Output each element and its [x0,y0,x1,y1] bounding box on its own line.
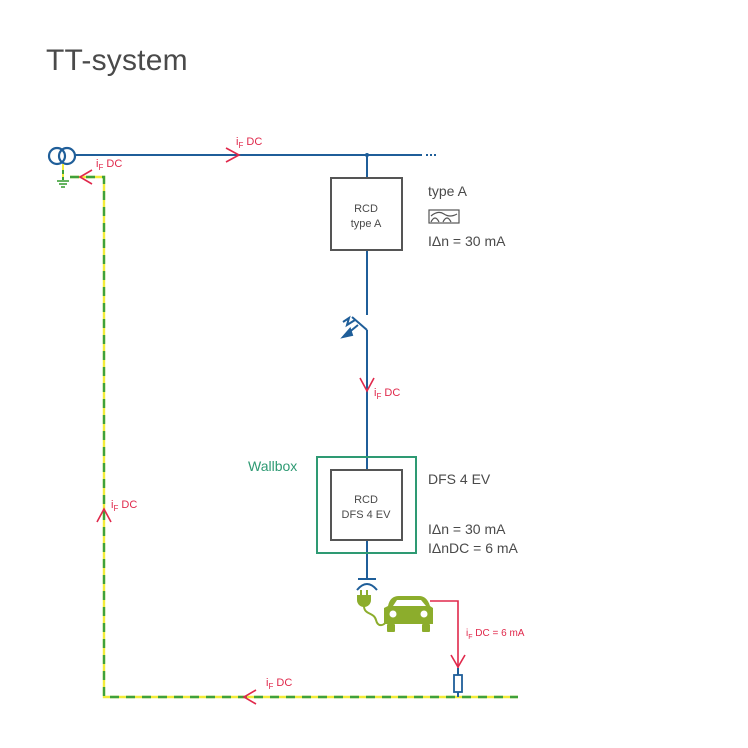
wallbox-label: Wallbox [248,458,297,474]
ground-icon [57,180,69,188]
rcd-type-label: type A [428,183,468,199]
plug-icon [357,590,387,627]
dfs-box-line1: RCD [354,494,378,506]
dfs-rating-dc: IΔnDC = 6 mA [428,540,519,556]
dfs-box-line2: DFS 4 EV [342,509,392,521]
resistor-icon [453,674,463,693]
transformer-icon [47,146,77,166]
arrow-main-line [225,147,241,163]
label-earth-return: iF DC [96,158,122,172]
rcd-box-line2: type A [351,218,382,230]
rcd-rating: IΔn = 30 mA [428,233,506,249]
rcd-type-a-box [330,177,403,251]
socket-icon [356,578,378,591]
dfs-rating-ac: IΔn = 30 mA [428,521,506,537]
car-fault-path [430,600,459,668]
label-pe-vertical: iF DC [111,499,137,513]
arrow-earth-return [78,169,93,185]
label-pe-bottom: iF DC [266,677,292,691]
pulsating-dc-waveform-icon [428,209,460,224]
arrow-pe-bottom [242,689,257,705]
wallbox-frame [316,456,417,554]
car-icon [384,596,433,632]
arrow-car-fault [450,654,466,669]
arrow-pe-vertical [96,507,112,523]
rcd-box-line1: RCD [354,203,378,215]
circuit-breaker-icon [340,315,368,339]
rcd-dfs-box [330,469,403,541]
label-car-leak: iF DC = 6 mA [466,628,525,641]
phase-line [75,153,436,580]
label-branch: iF DC [374,387,400,401]
pe-conductor [70,175,518,699]
page-title: TT-system [46,44,188,77]
label-main-line: iF DC [236,136,262,150]
dfs-device-label: DFS 4 EV [428,471,491,487]
arrow-branch [359,377,375,393]
